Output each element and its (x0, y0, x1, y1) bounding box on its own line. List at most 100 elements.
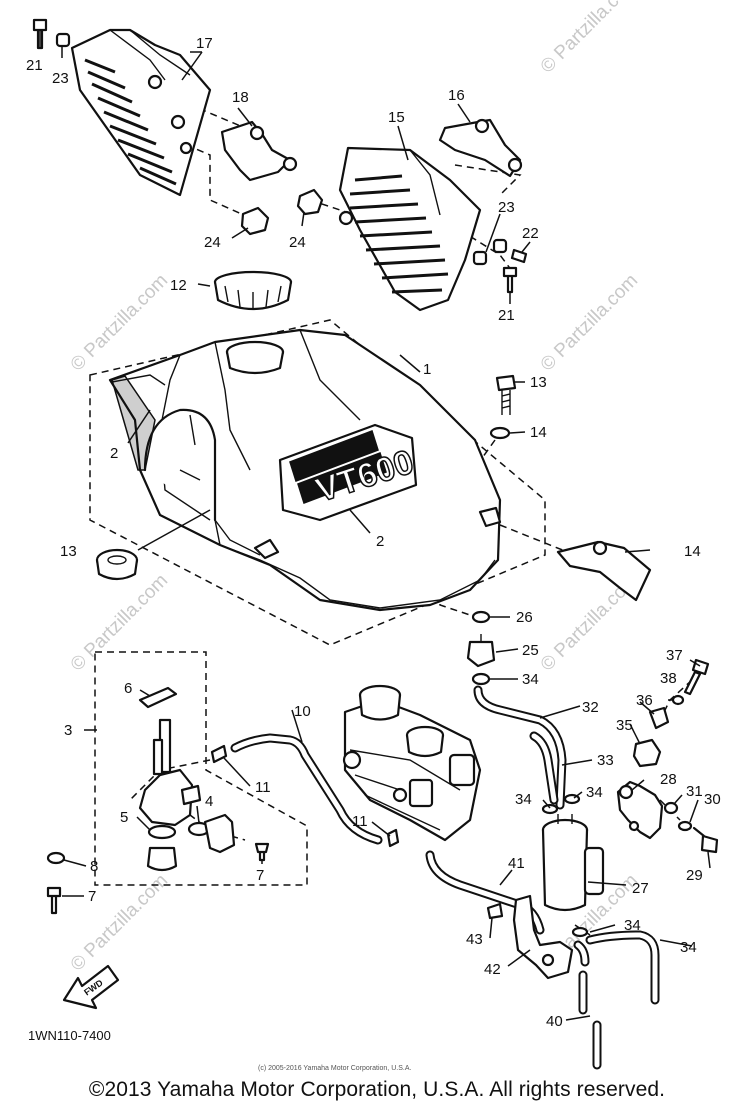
callout-1: 1 (423, 361, 431, 378)
callout-28: 28 (660, 771, 677, 788)
right-hardware (632, 658, 719, 854)
top-hardware (32, 18, 528, 294)
o-ring-5 (147, 824, 177, 840)
diagram-code: 1WN110-7400 (28, 1028, 111, 1043)
callout-21: 21 (26, 57, 43, 74)
callout-3: 3 (64, 722, 72, 739)
fuel-pump-27 (541, 814, 605, 912)
callout-32: 32 (582, 699, 599, 716)
watermark: © Partzilla.com (537, 0, 642, 78)
callout-34: 34 (522, 671, 539, 688)
grommet-23-right-b (492, 238, 508, 254)
damper-24-left (240, 206, 270, 236)
hose-32 (473, 685, 567, 810)
washer-30 (677, 820, 693, 832)
callout-19: 17 (196, 35, 213, 52)
callout-15: 14 (530, 424, 547, 441)
callout-6: 6 (124, 680, 132, 697)
bolt-39 (683, 658, 710, 696)
callout-38: 36 (636, 692, 653, 709)
hose-42 (425, 850, 545, 935)
callout-5: 5 (120, 809, 128, 826)
callout-11: 11 (352, 813, 368, 830)
carburetor-assembly (342, 684, 482, 842)
leader-dash-24-left (174, 139, 256, 221)
fuel-hose-10 (210, 733, 400, 848)
clip-34-top (471, 672, 491, 686)
callout-18: 16 (448, 87, 465, 104)
washer-9 (46, 851, 66, 865)
callout-37: 35 (616, 717, 633, 734)
callout-24: 24 (204, 234, 221, 251)
watermark: © Partzilla.com (537, 270, 642, 375)
callout-13: 13 (60, 543, 77, 560)
lever-plate (203, 813, 236, 854)
side-cover-right (338, 146, 482, 312)
footer-copyright: ©2013 Yamaha Motor Corporation, U.S.A. A… (88, 1078, 666, 1101)
callout-25: 25 (522, 642, 539, 659)
grommet-37 (632, 738, 662, 768)
callout-4: 4 (205, 793, 213, 810)
callout-26: 26 (516, 609, 533, 626)
callout-34: 34 (586, 784, 603, 801)
callout-11: 11 (255, 779, 271, 796)
fuel-cock-assembly-boundary (94, 651, 308, 886)
bracket-28 (616, 780, 664, 840)
fuel-tank-assembly-boundary (89, 319, 546, 646)
clip-36 (571, 926, 589, 938)
bracket-14 (556, 540, 652, 602)
fuel-cap (213, 270, 293, 310)
callout-9: 8 (90, 858, 98, 875)
clip-34-mid-a (541, 803, 559, 815)
callout-20: 18 (232, 89, 249, 106)
fuel-cock-assembly (138, 686, 270, 872)
callout-12: 12 (170, 277, 187, 294)
watermark: © Partzilla.com (67, 270, 172, 375)
callout-23: 23 (52, 70, 69, 87)
small-copyright: (c) 2005-2016 Yamaha Motor Corporation, … (258, 1065, 411, 1072)
callout-35: 34 (680, 939, 697, 956)
callout-27: 27 (632, 880, 649, 897)
callout-21: 21 (498, 307, 515, 324)
bolt-29 (692, 826, 719, 854)
watermark: © Partzilla.com (67, 870, 172, 975)
callout-22: 22 (522, 225, 539, 242)
callout-16: 13 (530, 374, 547, 391)
forward-arrow: FWD (62, 964, 120, 1010)
callout-24: 24 (289, 234, 306, 251)
bolt-8 (46, 886, 62, 915)
filter-cup (146, 846, 178, 872)
watermark: © Partzilla.com (67, 570, 172, 675)
gasket-6 (138, 686, 178, 709)
callout-40: 38 (660, 670, 677, 687)
fuel-tank: VT600 (108, 328, 502, 612)
leader-dash-18 (454, 164, 522, 196)
callout-14: 14 (684, 543, 701, 560)
callout-2: 2 (376, 533, 384, 550)
callout-2: 2 (110, 445, 118, 462)
bolt-22 (510, 248, 528, 264)
bracket-43 (512, 894, 574, 980)
washer-40 (671, 694, 685, 706)
hose-41 (578, 970, 602, 1070)
callout-39: 37 (666, 647, 683, 664)
fitting-25 (466, 634, 496, 668)
hose-33 (529, 731, 559, 805)
callout-36: 34 (624, 917, 641, 934)
bracket-18 (438, 118, 523, 178)
screw-7 (254, 842, 270, 862)
bolt-16 (495, 374, 517, 415)
grommet-23-top (55, 32, 71, 48)
bolt-44 (486, 902, 504, 920)
side-cover-left (70, 28, 212, 197)
callout-8: 7 (88, 888, 96, 905)
callout-10: 10 (294, 703, 311, 720)
cushion-13 (95, 548, 139, 581)
callout-43: 42 (484, 961, 501, 978)
callout-29: 29 (686, 867, 703, 884)
callout-44: 43 (466, 931, 483, 948)
callout-41: 40 (546, 1013, 563, 1030)
callout-labels: 21 23 17 18 24 24 12 15 16 23 22 21 1 13… (26, 35, 721, 1030)
callout-42: 41 (508, 855, 525, 872)
